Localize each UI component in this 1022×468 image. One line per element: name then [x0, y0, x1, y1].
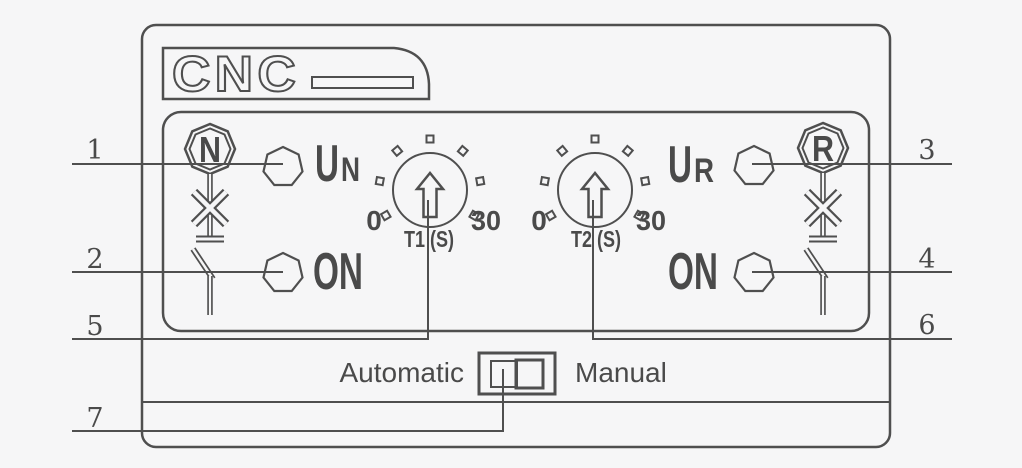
tick: [456, 144, 470, 158]
source-n-symbol: N: [183, 122, 237, 315]
control-panel: [161, 110, 871, 333]
label-ur-main: U: [668, 136, 692, 194]
r-cross-arm-2-inner: [805, 190, 841, 226]
callout-numbers: 1 2 3 4 5 6 7: [86, 135, 935, 434]
lamp-label-un: U N: [315, 135, 360, 193]
tick: [379, 209, 392, 222]
badge-r-inner-octagon: [801, 126, 845, 170]
label-on-right: ON: [668, 243, 718, 301]
label-on-left: ON: [313, 243, 363, 301]
tick: [539, 175, 551, 187]
callout-7: 7: [86, 403, 103, 434]
logo-underline-bar: [311, 76, 414, 89]
callout-4: 4: [918, 244, 935, 275]
dial-t2-pointer-arrow: [579, 171, 611, 219]
tick: [590, 134, 600, 144]
logo-box: [161, 46, 431, 101]
dial-t2-body[interactable]: [557, 152, 633, 228]
tick: [474, 175, 486, 187]
callout-1: 1: [86, 135, 103, 166]
tick: [639, 175, 651, 187]
tick: [544, 209, 557, 222]
n-breaker-blade-inner: [191, 248, 215, 280]
callout-6: 6: [918, 310, 935, 341]
device-outline: [140, 23, 892, 449]
dial-t1-min: 0: [366, 205, 382, 236]
leader-line-5: [72, 200, 429, 340]
tick: [633, 209, 646, 222]
dial-t2-label: T2 (S): [571, 226, 621, 252]
dial-t1-body[interactable]: [392, 152, 468, 228]
leader-line-6: [592, 200, 952, 340]
mode-label-automatic: Automatic: [340, 357, 465, 388]
tick: [555, 144, 569, 158]
leader-line-7: [72, 369, 504, 432]
tick: [390, 144, 404, 158]
source-r-symbol: R: [796, 121, 850, 315]
lamp-un: [262, 145, 304, 187]
callout-2: 2: [86, 244, 103, 275]
tick: [468, 209, 481, 222]
label-ur-sub: R: [694, 152, 714, 190]
dial-t1-pointer-arrow: [414, 171, 446, 219]
lamp-label-ur: U R: [668, 136, 714, 194]
callout-5: 5: [86, 311, 103, 342]
mode-switch-frame: [477, 351, 557, 396]
dial-t1-max: 30: [471, 205, 501, 236]
tick: [374, 175, 386, 187]
dial-t2-min: 0: [531, 205, 547, 236]
mode-switch-knob[interactable]: [514, 358, 545, 390]
n-cross-arm-2-inner: [192, 190, 228, 226]
badge-n-letter: N: [199, 129, 221, 170]
tick: [425, 134, 435, 144]
label-un-main: U: [315, 135, 339, 193]
dial-t1-ticks: [374, 134, 486, 222]
leader-lines: [72, 163, 952, 432]
mode-switch[interactable]: [477, 351, 557, 396]
brand-text: CNC: [172, 46, 300, 102]
label-un-sub: N: [341, 151, 360, 189]
r-breaker-blade-inner: [804, 248, 828, 280]
mode-label-manual: Manual: [575, 357, 667, 388]
dial-t2-ticks: [539, 134, 651, 222]
brand-logo: CNC: [161, 45, 431, 103]
callout-3: 3: [918, 135, 935, 166]
dial-t2[interactable]: 0 30 T2 (S): [531, 134, 666, 253]
tick: [621, 144, 635, 158]
dial-t2-max: 30: [636, 205, 666, 236]
badge-n-inner-octagon: [188, 127, 232, 171]
badge-r-letter: R: [812, 128, 834, 169]
